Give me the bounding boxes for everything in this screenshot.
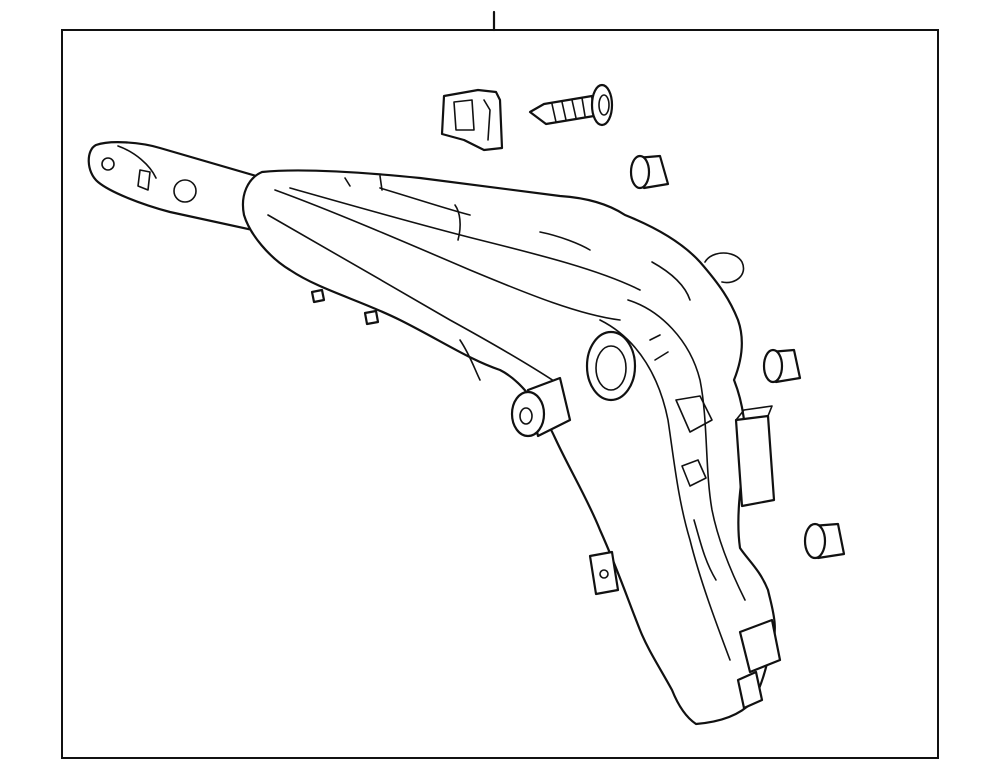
grommet-1 <box>629 154 670 190</box>
mounting-screw <box>528 83 614 127</box>
lamp-housing <box>87 141 782 726</box>
diagram-frame <box>61 29 939 759</box>
clip-retainer <box>440 88 504 152</box>
grommet-3 <box>803 522 846 560</box>
grommet-2 <box>762 348 802 384</box>
